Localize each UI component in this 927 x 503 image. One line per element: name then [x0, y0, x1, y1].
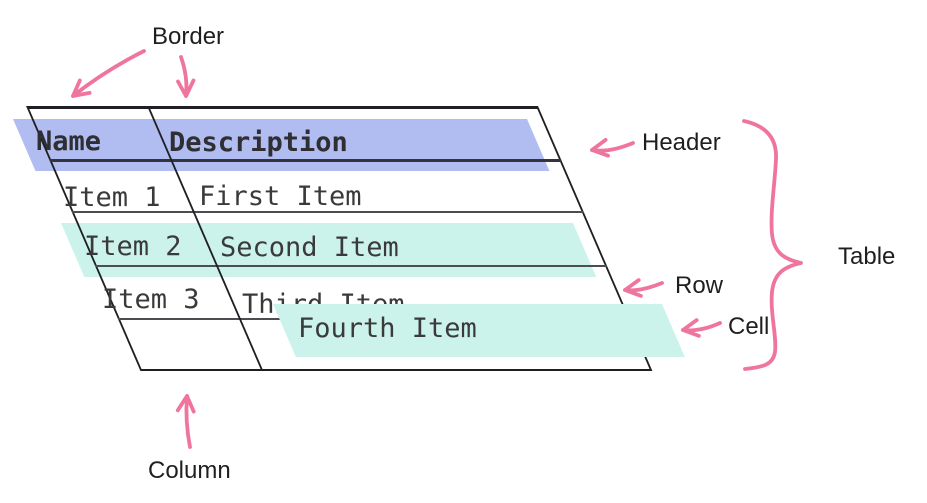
cell-label: Cell: [728, 313, 770, 340]
column-arrow-icon: [175, 394, 196, 449]
row-divider-line: [94, 265, 608, 267]
cell-text: Fourth Item: [298, 313, 477, 344]
border-label: Border: [152, 23, 225, 50]
header-bottom-border: [48, 159, 563, 162]
border-arrow-diagonal-icon: [71, 49, 146, 98]
cell-text: Second Item: [220, 232, 399, 263]
border-arrow-down-icon: [176, 55, 196, 98]
cell-arrow-icon: [681, 318, 722, 338]
header-arrow-icon: [590, 138, 635, 158]
table-label: Table: [838, 243, 896, 270]
header-cell-description: Description: [169, 127, 348, 158]
cell-text: Item 3: [102, 284, 200, 315]
cell-text: Item 2: [84, 231, 182, 262]
header-cell-name: Name: [36, 126, 102, 157]
column-label: Column: [148, 457, 231, 484]
row-arrow-icon: [623, 278, 664, 298]
header-label: Header: [642, 129, 721, 156]
cell-text: First Item: [199, 181, 362, 212]
row-label: Row: [675, 272, 724, 299]
cell-text: Item 1: [63, 182, 161, 213]
